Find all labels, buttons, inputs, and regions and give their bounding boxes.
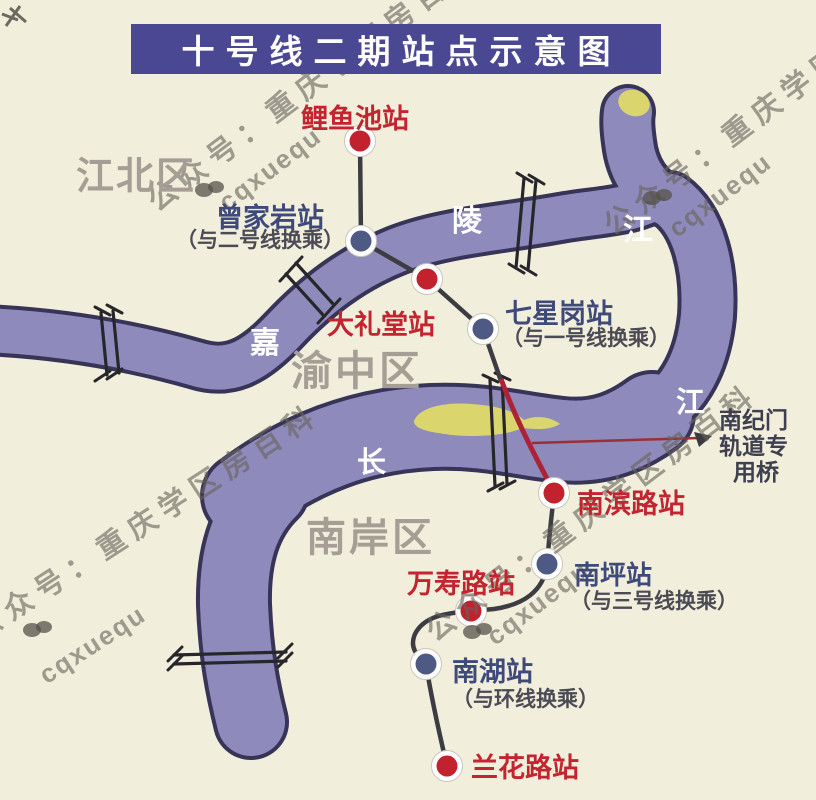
jialing-river <box>0 174 680 390</box>
station-note-nanhu: （与环线换乘） <box>452 688 599 711</box>
river-label-jialing-2: 陵 <box>452 205 482 238</box>
station-note-qixinggang: （与一号线换乘） <box>502 327 670 350</box>
river-label-jialing-3: 江 <box>623 214 653 247</box>
station-label-wanshoulu: 万寿路站 <box>407 569 515 599</box>
title-banner: 十号线二期站点示意图 <box>131 24 661 74</box>
station-note-nanping: （与三号线换乘） <box>570 590 738 613</box>
river-label-changjiang-2: 江 <box>676 387 706 419</box>
station-dots <box>344 125 570 782</box>
bridge-note-leader-line <box>531 436 701 445</box>
river-fills <box>0 88 734 756</box>
station-dot-wanshoulu <box>455 595 487 627</box>
station-note-zengjiayan: （与二号线换乘） <box>176 229 344 252</box>
bridge-annotation-line2: 轨道专 <box>719 433 788 459</box>
river-north-branch <box>603 88 696 228</box>
bridge-jialing-east <box>507 171 546 277</box>
bridge-south-arm <box>166 642 294 672</box>
bridge-annotation-line3: 用桥 <box>733 459 779 485</box>
corner-watermark-mark <box>1 5 27 27</box>
bridge-annotation: 南纪门 轨道专 用桥 <box>719 407 788 485</box>
station-label-nanping: 南坪站 <box>574 560 653 590</box>
bridge-yangtze <box>481 371 517 493</box>
station-label-nanbinlu: 南滨路站 <box>577 489 685 519</box>
page-title: 十号线二期站点示意图 <box>181 33 622 70</box>
station-dot-liyuchi <box>344 125 376 157</box>
station-dot-nanping <box>531 548 563 580</box>
sandbar-north <box>618 89 650 117</box>
station-dot-lanhualu <box>431 750 463 782</box>
yangtze-bend <box>616 174 734 446</box>
district-label-nanan: 南岸区 <box>306 516 435 560</box>
station-dot-dalitang <box>411 263 443 295</box>
station-dot-qixinggang <box>467 313 499 345</box>
bridge-jialing-west <box>93 303 124 383</box>
river-label-changjiang-1: 长 <box>357 447 387 479</box>
river-label-jialing-1: 嘉 <box>250 327 280 360</box>
district-label-jiangbei: 江北区 <box>76 156 197 198</box>
station-label-lanhualu: 兰花路站 <box>471 753 579 783</box>
station-dot-nanhu <box>410 648 442 680</box>
station-dot-nanbinlu <box>538 477 570 509</box>
station-label-liyuchi: 鲤鱼池站 <box>301 104 409 134</box>
bridge-annotation-line1: 南纪门 <box>719 407 788 433</box>
district-label-yuzhong: 渝中区 <box>291 348 423 394</box>
station-label-zengjiayan: 曾家岩站 <box>216 203 324 233</box>
station-label-qixinggang: 七星岗站 <box>505 299 613 329</box>
bridge-jialing-mid <box>278 255 342 325</box>
station-dot-zengjiayan <box>345 225 377 257</box>
station-label-dalitang: 大礼堂站 <box>327 310 435 340</box>
bridge-note-arrow <box>694 432 712 447</box>
station-label-nanhu: 南湖站 <box>452 657 533 687</box>
bridges <box>93 171 546 672</box>
